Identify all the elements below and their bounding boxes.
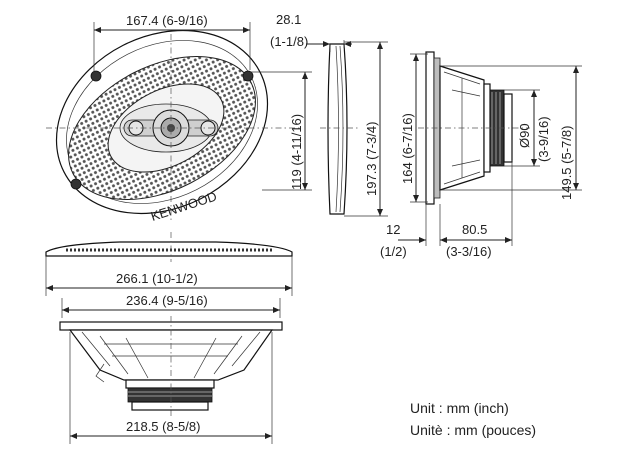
dim-mount-depth: 28.1 (1-1/8) [270, 12, 352, 52]
dim-flange-thickness-mm: 12 [386, 222, 400, 237]
front-view: KENWOOD [46, 29, 300, 224]
edge-view [45, 232, 293, 262]
dim-bottom-width-label: 218.5 (8-5/8) [126, 419, 200, 434]
dim-gasket-height: 164 (6-7/16) [400, 53, 428, 203]
side-view [320, 43, 360, 215]
dim-top-width: 167.4 (6-9/16) [93, 13, 251, 74]
dim-outer-height: 197.3 (7-3/4) [344, 41, 388, 217]
mount-hole-bottom [70, 178, 82, 190]
dim-overall-width-label: 266.1 (10-1/2) [116, 271, 198, 286]
dim-magnet-diameter: Ø90 (3-9/16) [504, 89, 551, 167]
dim-mount-depth-mm: 28.1 [276, 12, 301, 27]
dim-depth-mm: 80.5 [462, 222, 487, 237]
dim-face-height: 119 (4-11/16) [250, 71, 312, 191]
unit-label-en: Unit : mm (inch) [410, 400, 509, 416]
dim-bottom-width: 218.5 (8-5/8) [69, 332, 273, 444]
dim-face-height-label: 119 (4-11/16) [289, 114, 304, 190]
dim-top-width-label: 167.4 (6-9/16) [126, 13, 208, 28]
mount-hole-top-left [90, 70, 102, 82]
dim-cutout-width-label: 236.4 (9-5/16) [126, 293, 208, 308]
dim-flange-thickness-in: (1/2) [380, 244, 407, 259]
unit-label-fr: Unitè : mm (pouces) [410, 422, 536, 438]
dim-depth: 80.5 (3-3/16) [440, 160, 513, 259]
dim-outer-height-label: 197.3 (7-3/4) [364, 122, 379, 196]
dim-overall-height-label: 149.5 (5-7/8) [559, 126, 574, 200]
bottom-view [59, 316, 283, 416]
dim-overall-width: 266.1 (10-1/2) [45, 256, 293, 296]
dim-magnet-diameter-mm: Ø90 [517, 123, 532, 148]
mount-hole-top-right [242, 70, 254, 82]
dim-mount-depth-in: (1-1/8) [270, 34, 308, 49]
dim-flange-thickness: 12 (1/2) [380, 204, 452, 259]
dim-cutout-width: 236.4 (9-5/16) [61, 293, 281, 318]
dim-gasket-height-label: 164 (6-7/16) [400, 113, 415, 184]
dim-depth-in: (3-3/16) [446, 244, 492, 259]
dim-overall-height: 149.5 (5-7/8) [440, 65, 582, 200]
side-view-depth [418, 51, 530, 205]
dim-magnet-diameter-in: (3-9/16) [536, 116, 551, 162]
